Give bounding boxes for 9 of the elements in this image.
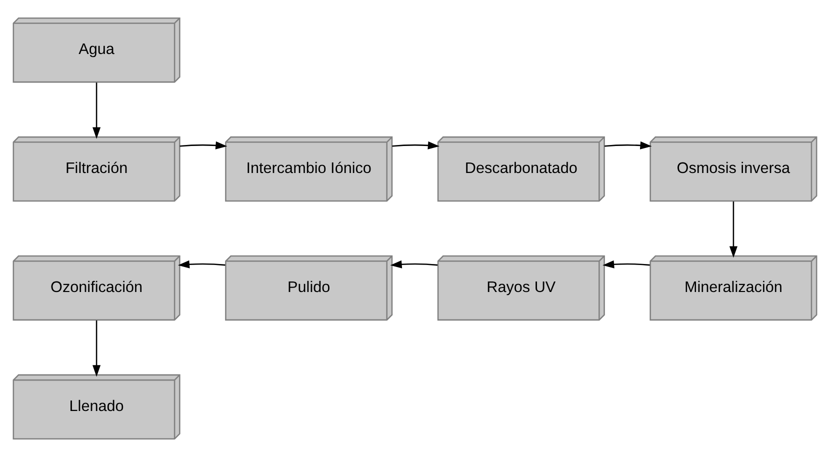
arrow [92, 320, 101, 376]
arrow [604, 140, 652, 149]
arrow [392, 140, 440, 149]
arrow [390, 260, 438, 268]
arrow [602, 260, 650, 268]
arrow [178, 260, 226, 268]
arrow [180, 140, 228, 149]
arrow [92, 82, 101, 138]
arrow [729, 201, 738, 258]
